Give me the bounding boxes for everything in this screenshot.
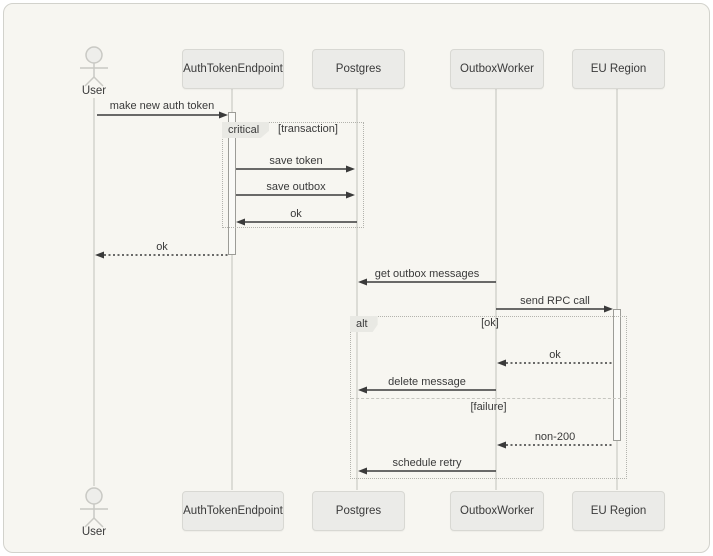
participant-top-postgres: Postgres [312,49,405,89]
message-label-save-token: save token [269,155,323,167]
critical-frame [222,122,364,228]
participant-top-authtokenendpoint: AuthTokenEndpoint [182,49,284,89]
alt-frame-condition-failure: [failure] [470,401,507,413]
actor-label-user-top: User [81,85,107,97]
message-label-send-rpc-call: send RPC call [520,295,590,307]
actor-label-user-bottom: User [81,526,107,538]
message-label-save-outbox: save outbox [266,181,326,193]
participant-bottom-outboxworker: OutboxWorker [450,491,544,531]
alt-frame-divider [351,398,626,399]
message-label-make-new-auth-token: make new auth token [109,100,215,112]
message-label-schedule-retry: schedule retry [392,457,462,469]
message-label-ok-eu: ok [549,349,561,361]
participant-bottom-postgres: Postgres [312,491,405,531]
message-label-non-200: non-200 [534,431,576,443]
participant-bottom-euregion: EU Region [572,491,665,531]
activation-euregion [613,309,621,441]
participant-top-euregion: EU Region [572,49,665,89]
critical-frame-tab: critical [222,122,270,138]
alt-frame-tab: alt [350,316,378,332]
message-label-get-outbox-messages: get outbox messages [374,268,480,280]
activation-authtokenendpoint [228,112,236,255]
message-label-delete-message: delete message [388,376,466,388]
participant-top-outboxworker: OutboxWorker [450,49,544,89]
message-label-ok-postgres: ok [290,208,302,220]
alt-frame-condition-ok: [ok] [481,317,499,329]
alt-frame [350,316,627,479]
participant-bottom-authtokenendpoint: AuthTokenEndpoint [182,491,284,531]
critical-frame-condition: [transaction] [278,123,338,135]
message-label-ok-user: ok [156,241,168,253]
